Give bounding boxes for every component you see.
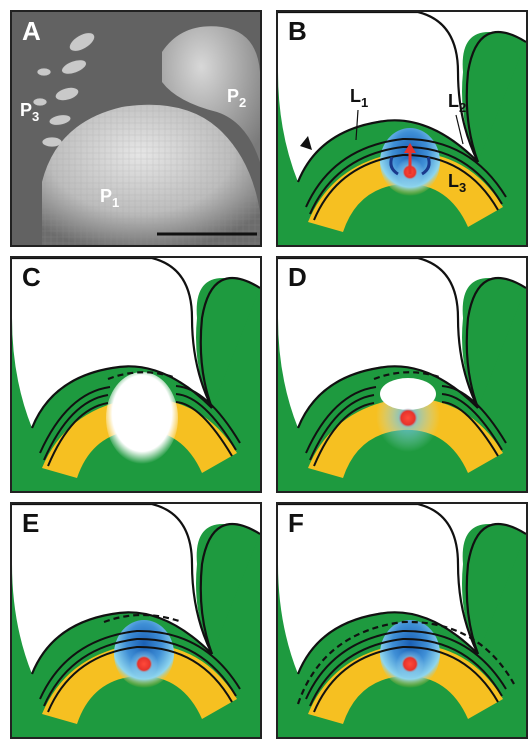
micrograph-image: P3 P2 P1 xyxy=(12,12,260,245)
panel-label: F xyxy=(288,508,304,539)
schematic-b: L1 L2 L3 xyxy=(278,12,526,245)
panel-label: D xyxy=(288,262,307,293)
panel-label: A xyxy=(22,16,41,47)
schematic-f xyxy=(278,504,526,737)
schematic-d xyxy=(278,258,526,491)
schematic-c xyxy=(12,258,260,491)
panel-e: E xyxy=(10,502,262,739)
panel-label: C xyxy=(22,262,41,293)
panel-c: C xyxy=(10,256,262,493)
schematic-e xyxy=(12,504,260,737)
panel-d: D xyxy=(276,256,528,493)
panel-b: L1 L2 L3 B xyxy=(276,10,528,247)
panel-a: P3 P2 P1 A xyxy=(10,10,262,247)
panel-label: B xyxy=(288,16,307,47)
panel-label: E xyxy=(22,508,39,539)
panel-f: F xyxy=(276,502,528,739)
